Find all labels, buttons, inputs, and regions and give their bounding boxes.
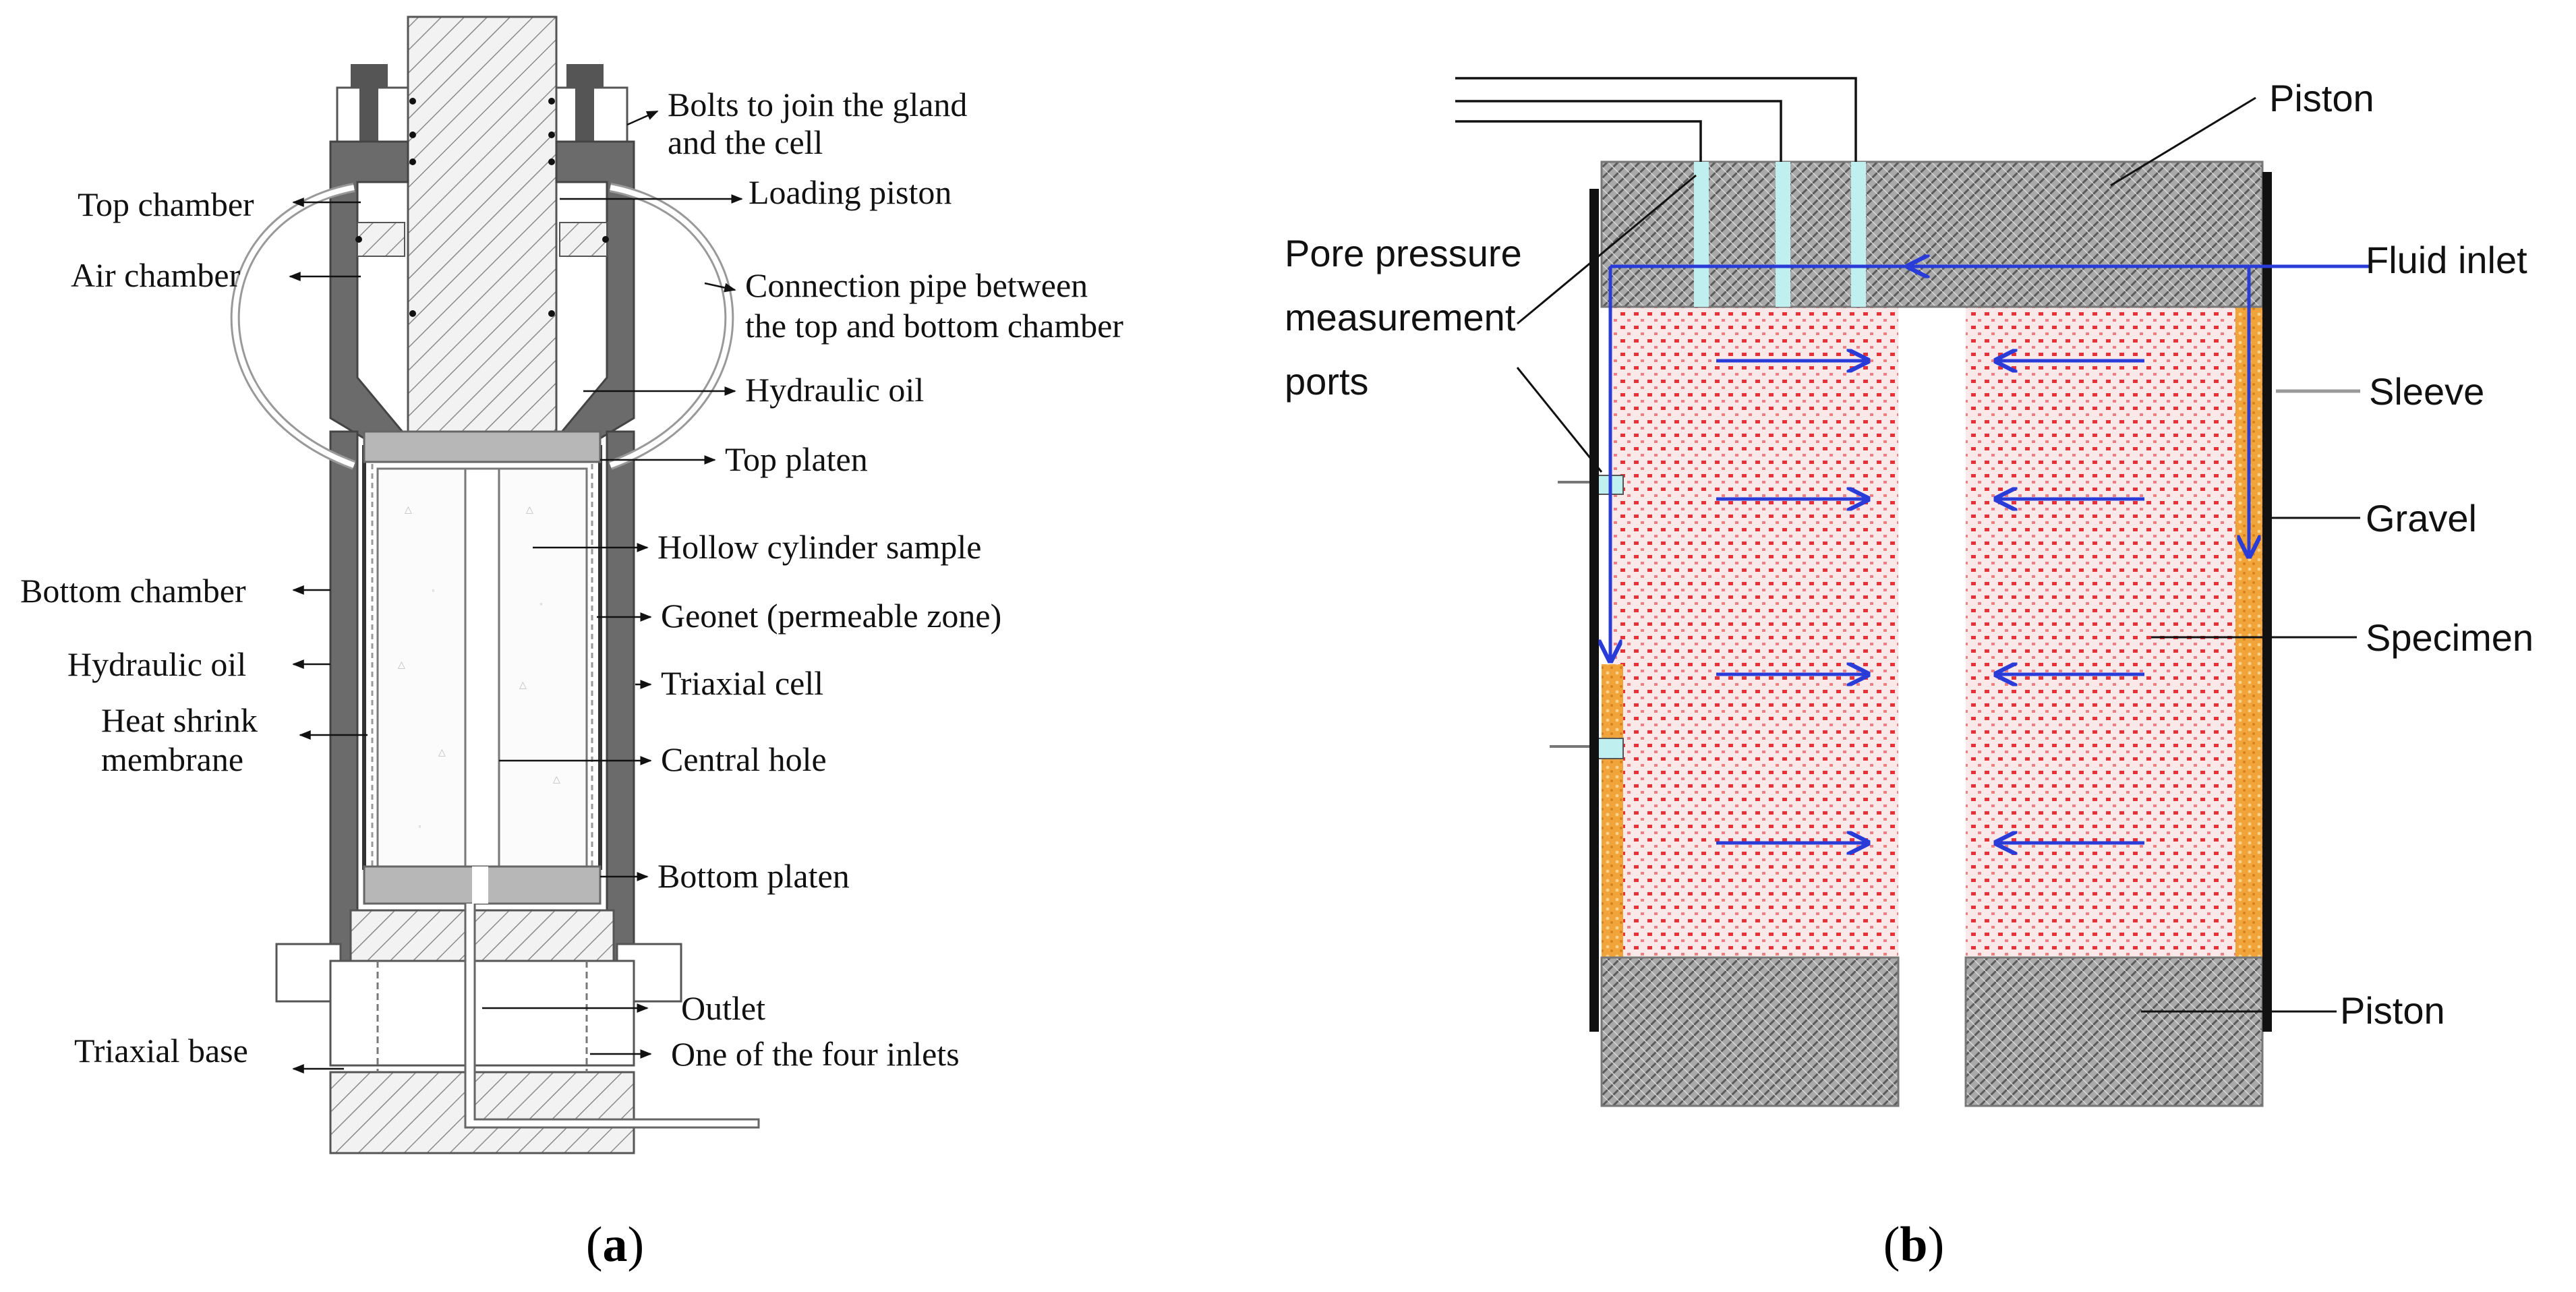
label-triaxial-cell: Triaxial cell (661, 664, 823, 702)
label-hollow-cylinder: Hollow cylinder sample (657, 528, 981, 566)
panel-b: Piston Pore pressure measurement ports F… (1285, 77, 2534, 1272)
port-3 (1851, 162, 1866, 307)
label-piston-bottom: Piston (2340, 989, 2445, 1032)
svg-text:△: △ (398, 659, 405, 670)
port-1 (1694, 162, 1709, 307)
label-connection-pipe-1: Connection pipe between (745, 266, 1088, 304)
svg-text:△: △ (405, 504, 412, 515)
label-inlets: One of the four inlets (671, 1035, 960, 1073)
label-gravel: Gravel (2366, 497, 2477, 539)
label-pore-pressure-2: measurement (1285, 296, 1516, 339)
top-platen (363, 430, 602, 463)
piston-bottom-right (1964, 956, 2264, 1107)
caption-b: (b) (1883, 1217, 1944, 1272)
port-2 (1776, 162, 1790, 307)
panel-b-labels: Piston Pore pressure measurement ports F… (1285, 77, 2534, 1032)
loading-piston-shaft (407, 16, 558, 440)
central-hole (464, 467, 500, 868)
outlet-pipe (464, 904, 760, 1129)
triaxial-base (329, 960, 635, 1067)
gravel-left (1602, 664, 1623, 958)
label-heat-shrink-1: Heat shrink (101, 701, 258, 739)
label-air-chamber: Air chamber (71, 256, 241, 294)
label-geonet: Geonet (permeable zone) (661, 597, 1001, 635)
label-connection-pipe-2: the top and bottom chamber (745, 307, 1123, 345)
specimen-left (1612, 307, 1898, 958)
svg-text:◦: ◦ (432, 585, 435, 595)
label-top-platen: Top platen (725, 440, 868, 478)
label-loading-piston: Loading piston (749, 173, 952, 211)
svg-text:△: △ (553, 773, 560, 784)
label-pore-pressure-1: Pore pressure (1285, 232, 1522, 274)
label-heat-shrink-2: membrane (101, 740, 243, 778)
base-hatched (349, 909, 615, 962)
fluid-flow (1610, 266, 2370, 843)
panel-a-labels: Bolts to join the gland and the cell Loa… (20, 86, 1123, 1073)
svg-text:△: △ (519, 679, 527, 690)
label-bolts-2: and the cell (668, 123, 823, 161)
triaxial-cell-drawing: △ ◦ △ △ △ ◦ △ △ ◦ (230, 16, 760, 1154)
cell-upper-left (329, 140, 411, 440)
label-hydraulic-oil-left: Hydraulic oil (67, 645, 246, 683)
label-hydraulic-oil-top: Hydraulic oil (745, 371, 924, 409)
svg-text:△: △ (438, 746, 446, 757)
svg-text:◦: ◦ (539, 598, 543, 609)
port-tubes (1455, 77, 1857, 162)
piston-bottom-left (1600, 956, 1900, 1107)
label-bottom-chamber: Bottom chamber (20, 572, 246, 610)
label-top-chamber: Top chamber (78, 185, 254, 223)
label-bolts-1: Bolts to join the gland (668, 86, 967, 123)
label-sleeve: Sleeve (2369, 370, 2484, 413)
label-triaxial-base: Triaxial base (74, 1032, 248, 1069)
label-specimen: Specimen (2366, 616, 2534, 659)
cell-lower-right (606, 430, 635, 1013)
caption-a: (a) (586, 1217, 644, 1272)
specimen-right (1966, 307, 2242, 958)
panel-a-leaders (289, 110, 743, 1074)
label-piston-top: Piston (2269, 77, 2374, 119)
panel-a: △ ◦ △ △ △ ◦ △ △ ◦ (20, 16, 1123, 1272)
svg-text:△: △ (526, 504, 533, 515)
label-central-hole: Central hole (661, 740, 827, 778)
sleeve-right (2262, 172, 2272, 1032)
label-bottom-platen: Bottom platen (657, 857, 850, 895)
sleeve-left (1589, 189, 1599, 1032)
label-outlet: Outlet (681, 989, 765, 1027)
label-pore-pressure-3: ports (1285, 360, 1369, 403)
svg-text:◦: ◦ (418, 821, 421, 831)
label-fluid-inlet: Fluid inlet (2366, 239, 2527, 281)
